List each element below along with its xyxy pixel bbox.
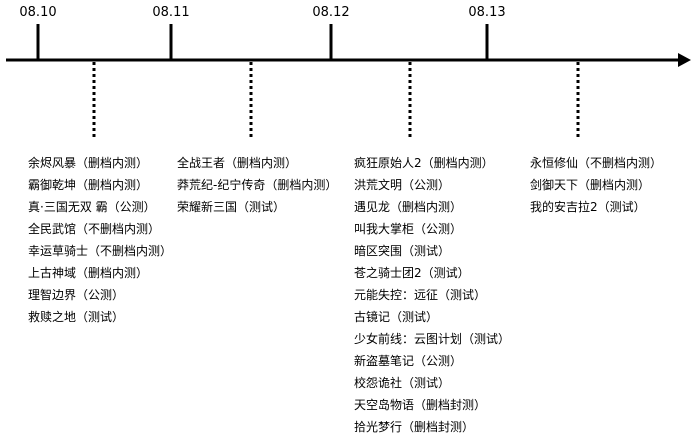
list-item: 少女前线：云图计划（测试） (354, 332, 511, 346)
list-item: 上古神域（删档内测） (28, 266, 149, 280)
list-item: 遇见龙（删档内测） (354, 200, 463, 214)
game-list-0813: 永恒修仙（不删档内测） 剑御天下（删档内测） 我的安吉拉2（测试） (530, 152, 662, 218)
list-item: 我的安吉拉2（测试） (530, 200, 646, 214)
list-item: 拾光梦行（删档封测） (354, 420, 475, 434)
list-item: 天空岛物语（删档封测） (354, 398, 487, 412)
list-item: 洪荒文明（公测） (354, 178, 451, 192)
date-label-0812: 08.12 (312, 5, 350, 20)
list-item: 莽荒纪-纪宁传奇（删档内测） (177, 178, 338, 192)
list-item: 暗区突围（测试） (354, 244, 451, 258)
list-item: 霸御乾坤（删档内测） (28, 178, 149, 192)
list-item: 救赎之地（测试） (28, 310, 125, 324)
game-list-0812: 疯狂原始人2（删档内测） 洪荒文明（公测） 遇见龙（删档内测） 叫我大掌柜（公测… (354, 152, 510, 438)
list-item: 剑御天下（删档内测） (530, 178, 651, 192)
list-item: 新盗墓笔记（公测） (354, 354, 463, 368)
list-item: 余烬风暴（删档内测） (28, 156, 149, 170)
list-item: 真·三国无双 霸（公测） (28, 200, 156, 214)
list-item: 元能失控：远征（测试） (354, 288, 487, 302)
list-item: 古镜记（测试） (354, 310, 439, 324)
date-label-0813: 08.13 (468, 5, 506, 20)
date-label-0811: 08.11 (152, 5, 190, 20)
list-item: 叫我大掌柜（公测） (354, 222, 463, 236)
game-list-0811: 全战王者（删档内测） 莽荒纪-纪宁传奇（删档内测） 荣耀新三国（测试） (177, 152, 337, 218)
list-item: 全民武馆（不删档内测） (28, 222, 161, 236)
list-item: 校怨诡社（测试） (354, 376, 451, 390)
list-item: 疯狂原始人2（删档内测） (354, 156, 494, 170)
list-item: 理智边界（公测） (28, 288, 125, 302)
list-item: 永恒修仙（不删档内测） (530, 156, 663, 170)
list-item: 全战王者（删档内测） (177, 156, 298, 170)
date-label-0810: 08.10 (19, 5, 57, 20)
list-item: 苍之骑士团2（测试） (354, 266, 470, 280)
list-item: 荣耀新三国（测试） (177, 200, 286, 214)
timeline-arrowhead (678, 53, 691, 67)
game-list-0810: 余烬风暴（删档内测） 霸御乾坤（删档内测） 真·三国无双 霸（公测） 全民武馆（… (28, 152, 172, 328)
list-item: 幸运草骑士（不删档内测） (28, 244, 173, 258)
